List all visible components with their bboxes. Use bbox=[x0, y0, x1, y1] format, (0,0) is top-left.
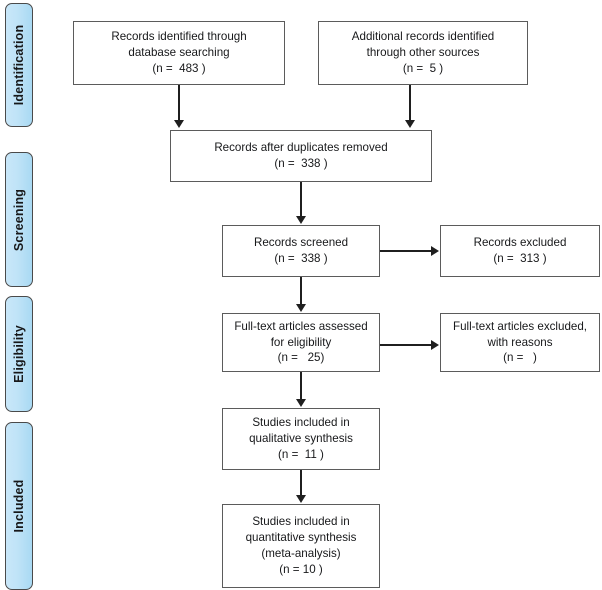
arrowhead-screened-to-excluded bbox=[431, 246, 439, 256]
box-count: (n = 10 ) bbox=[279, 562, 323, 576]
box-count: (n = 483 ) bbox=[152, 61, 206, 75]
box-records-after-duplicates-removed: Records after duplicates removed (n = 33… bbox=[170, 130, 432, 182]
box-records-excluded: Records excluded (n = 313 ) bbox=[440, 225, 600, 277]
box-line: Records screened bbox=[253, 236, 349, 250]
connector-duplicates-to-screened bbox=[300, 182, 302, 217]
box-count: (n = 25) bbox=[277, 351, 325, 365]
box-count: (n = 338 ) bbox=[274, 252, 328, 265]
arrowhead-fulltext-to-qualitative bbox=[296, 399, 306, 407]
box-count: (n = 5 ) bbox=[402, 61, 444, 75]
box-line: with reasons bbox=[487, 335, 553, 349]
connector-screened-to-excluded bbox=[380, 250, 432, 252]
arrowhead-identified-to-duplicates bbox=[174, 120, 184, 128]
arrowhead-screened-to-fulltext bbox=[296, 304, 306, 312]
box-line: database searching bbox=[128, 46, 230, 59]
box-count: (n = 313 ) bbox=[493, 252, 547, 265]
box-line: Records excluded bbox=[473, 236, 567, 250]
box-studies-qualitative: Studies included in qualitative synthesi… bbox=[222, 408, 380, 470]
arrowhead-qualitative-to-quantitative bbox=[296, 495, 306, 503]
arrowhead-duplicates-to-screened bbox=[296, 216, 306, 224]
connector-fulltext-to-excluded bbox=[380, 344, 432, 346]
phase-pill-identification: Identification bbox=[5, 3, 33, 127]
box-line: Full-text articles excluded, bbox=[452, 319, 588, 333]
phase-pill-eligibility: Eligibility bbox=[5, 296, 33, 412]
box-fulltext-assessed: Full-text articles assessed for eligibil… bbox=[222, 313, 380, 372]
connector-additional-to-duplicates bbox=[409, 85, 411, 121]
box-count: (n = ) bbox=[503, 351, 537, 365]
phase-label-eligibility: Eligibility bbox=[12, 325, 26, 383]
box-line: Studies included in bbox=[252, 416, 350, 430]
box-line: Additional records identified bbox=[351, 30, 495, 44]
phase-label-identification: Identification bbox=[12, 24, 26, 106]
box-line: quantitative synthesis bbox=[245, 531, 357, 545]
box-count: (n = 11 ) bbox=[278, 447, 324, 461]
box-line: through other sources bbox=[366, 46, 480, 59]
arrowhead-fulltext-to-excluded bbox=[431, 340, 439, 350]
connector-screened-to-fulltext bbox=[300, 277, 302, 305]
phase-label-screening: Screening bbox=[12, 188, 26, 251]
box-records-identified-database: Records identified through database sear… bbox=[73, 21, 285, 85]
box-additional-records-other-sources: Additional records identified through ot… bbox=[318, 21, 528, 85]
connector-qualitative-to-quantitative bbox=[300, 470, 302, 496]
box-studies-quantitative: Studies included in quantitative synthes… bbox=[222, 504, 380, 588]
connector-identified-to-duplicates bbox=[178, 85, 180, 121]
box-fulltext-excluded: Full-text articles excluded, with reason… bbox=[440, 313, 600, 372]
phase-label-included: Included bbox=[12, 479, 26, 533]
phase-pill-included: Included bbox=[5, 422, 33, 590]
box-line: for eligibility bbox=[270, 335, 332, 349]
box-line: Records after duplicates removed bbox=[214, 141, 388, 155]
arrowhead-additional-to-duplicates bbox=[405, 120, 415, 128]
box-line: qualitative synthesis bbox=[249, 432, 353, 445]
phase-pill-screening: Screening bbox=[5, 152, 33, 287]
box-line: Records identified through bbox=[111, 30, 247, 44]
box-line: Studies included in bbox=[252, 515, 350, 529]
box-line: (meta-analysis) bbox=[261, 547, 341, 560]
box-records-screened: Records screened (n = 338 ) bbox=[222, 225, 380, 277]
connector-fulltext-to-qualitative bbox=[300, 372, 302, 400]
box-count: (n = 338 ) bbox=[274, 157, 328, 170]
box-line: Full-text articles assessed bbox=[234, 319, 368, 333]
